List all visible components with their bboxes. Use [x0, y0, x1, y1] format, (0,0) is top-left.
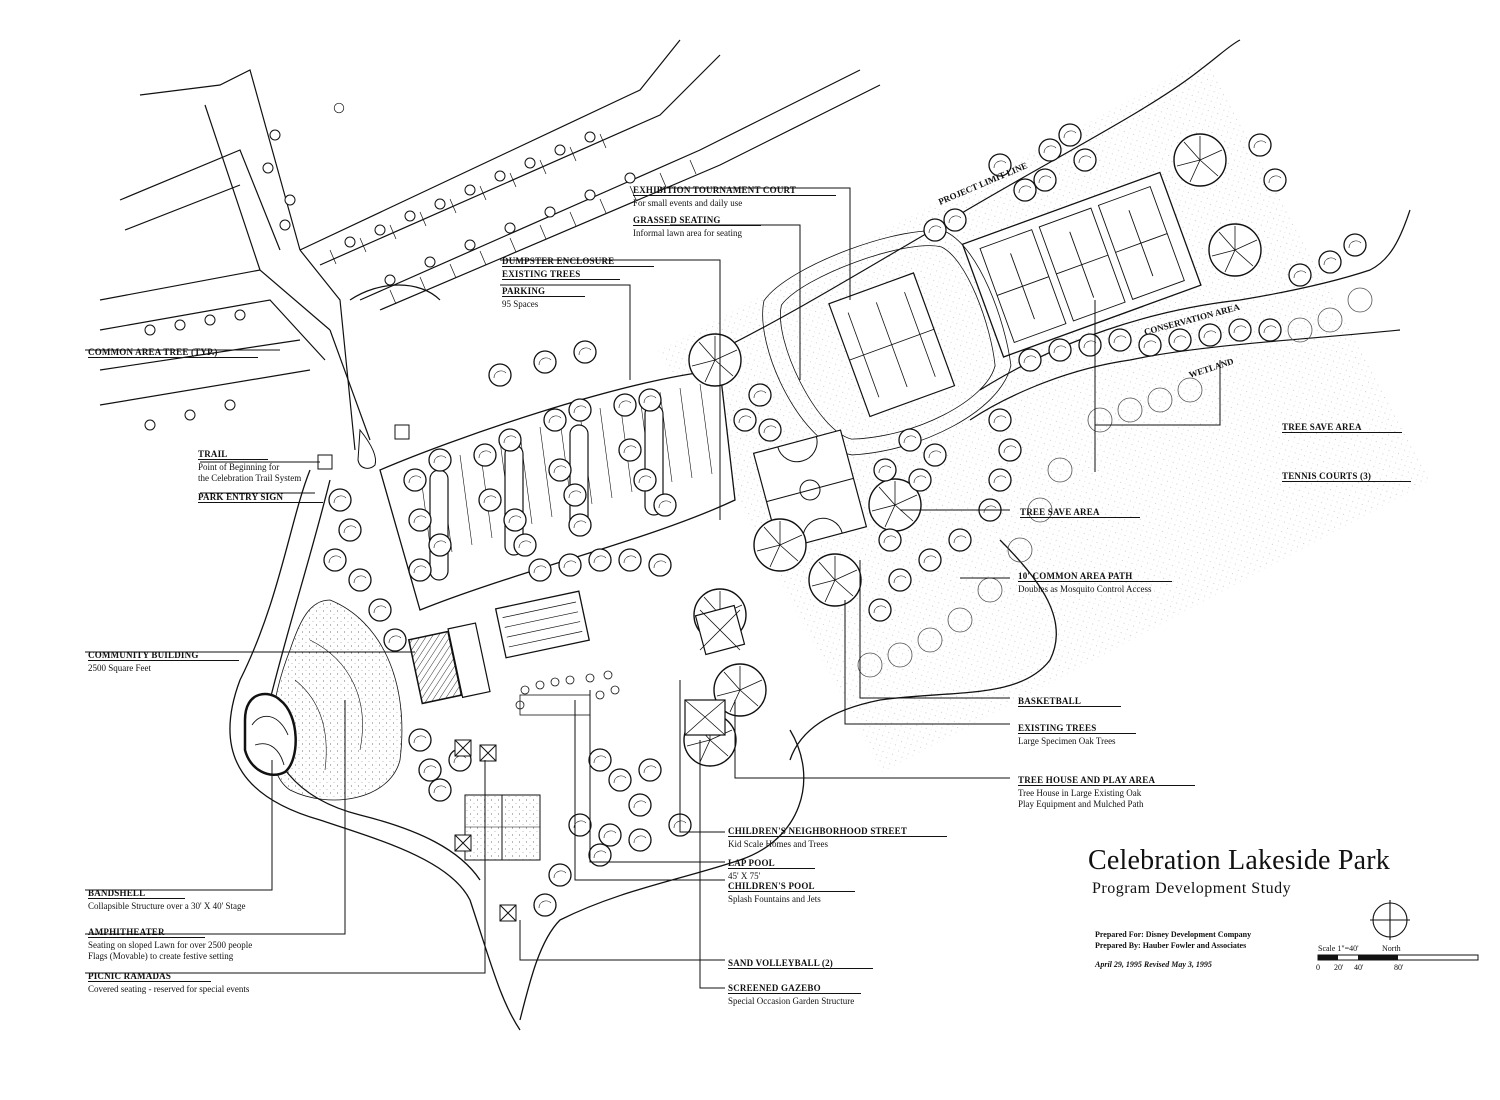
label-screened-gazebo: SCREENED GAZEBO Special Occasion Garden … — [728, 978, 861, 1007]
street-trees — [333, 102, 345, 114]
common-area-tree-title: COMMON AREA TREE (Typ.) — [88, 347, 258, 359]
community-building-desc: 2500 Square Feet — [88, 663, 151, 674]
basketball-title: BASKETBALL — [1018, 696, 1122, 708]
scale-tick-20: 20' — [1334, 963, 1344, 972]
lap-pool — [494, 590, 590, 659]
label-tree-save-area-1: TREE SAVE AREA — [1282, 417, 1402, 435]
tennis-courts — [961, 171, 1202, 358]
amphitheater-lawn — [270, 599, 403, 801]
label-trail: TRAIL Point of Beginning for the Celebra… — [198, 444, 301, 483]
drawing-subtitle: Program Development Study — [1092, 880, 1292, 897]
amphitheater-desc-2: Flags (Movable) to create festive settin… — [88, 950, 234, 961]
scale-tick-0: 0 — [1316, 963, 1320, 972]
label-childrens-pool: CHILDREN'S POOL Splash Fountains and Jet… — [728, 876, 855, 905]
sand-volleyball-courts — [464, 794, 541, 861]
north-label: North — [1382, 944, 1401, 953]
childrens-street-title: CHILDREN'S NEIGHBORHOOD STREET — [728, 826, 948, 838]
community-building — [407, 622, 491, 705]
common-path-title: 10' COMMON AREA PATH — [1018, 571, 1173, 583]
label-common-path: 10' COMMON AREA PATH Doubles as Mosquito… — [1018, 566, 1173, 595]
existing-trees-oak-desc: Large Specimen Oak Trees — [1018, 736, 1116, 747]
park-entry-island — [357, 428, 377, 469]
amphitheater-title: AMPHITHEATER — [88, 927, 205, 939]
childrens-street-desc: Kid Scale Homes and Trees — [728, 839, 828, 850]
sand-volleyball-title: SAND VOLLEYBALL (2) — [728, 958, 873, 970]
label-tree-save-area-2: TREE SAVE AREA — [1020, 502, 1140, 520]
exhibition-court-title: EXHIBITION TOURNAMENT COURT — [633, 185, 837, 197]
exhibition-court-desc: For small events and daily use — [633, 198, 743, 209]
scale-tick-80: 80' — [1394, 963, 1404, 972]
label-existing-trees-top: EXISTING TREES — [502, 264, 621, 282]
exhibition-court — [762, 230, 1012, 456]
label-exhibition-court: EXHIBITION TOURNAMENT COURT For small ev… — [633, 180, 837, 209]
drawing-dates: April 29, 1995 Revised May 3, 1995 — [1095, 960, 1212, 969]
scale-tick-40: 40' — [1354, 963, 1364, 972]
trail-title: TRAIL — [198, 449, 268, 461]
screened-gazebo-title: SCREENED GAZEBO — [728, 983, 861, 995]
tree-house-title: TREE HOUSE AND PLAY AREA — [1018, 775, 1196, 787]
parking-lot — [379, 369, 736, 611]
play-structure — [694, 604, 746, 656]
tree-house-desc-1: Tree House in Large Existing Oak — [1018, 788, 1142, 799]
existing-trees-oak-title: EXISTING TREES — [1018, 723, 1137, 735]
label-dumpster: DUMPSTER ENCLOSURE — [502, 251, 655, 269]
screened-gazebo-desc: Special Occasion Garden Structure — [728, 996, 855, 1007]
label-community-building: COMMUNITY BUILDING 2500 Square Feet — [88, 645, 239, 674]
label-parking: PARKING 95 Spaces — [502, 281, 586, 310]
scale-bar — [1317, 954, 1479, 961]
label-picnic-ramadas: PICNIC RAMADAS Covered seating - reserve… — [88, 966, 249, 995]
north-arrow — [1370, 900, 1410, 940]
bandshell-desc: Collapsible Structure over a 30' X 40' S… — [88, 901, 246, 912]
childrens-pool-deck — [515, 670, 620, 716]
screened-gazebo — [684, 699, 726, 736]
trail-desc-1: Point of Beginning for — [198, 462, 280, 473]
grassed-seating-desc: Informal lawn area for seating — [633, 228, 742, 239]
parking-desc: 95 Spaces — [502, 299, 539, 310]
leader-lines — [85, 187, 1221, 989]
picnic-ramadas-title: PICNIC RAMADAS — [88, 971, 212, 983]
existing-trees-top-title: EXISTING TREES — [502, 269, 621, 281]
roadways — [99, 39, 881, 451]
tree-save-area-2-title: TREE SAVE AREA — [1020, 507, 1140, 519]
tennis-courts-title: TENNIS COURTS (3) — [1282, 471, 1412, 483]
label-tennis-courts: TENNIS COURTS (3) — [1282, 466, 1412, 484]
bandshell-title: BANDSHELL — [88, 888, 186, 900]
wetland-edge-trees — [857, 287, 1373, 678]
label-existing-trees-oak: EXISTING TREES Large Specimen Oak Trees — [1018, 718, 1137, 747]
childrens-pool-title: CHILDREN'S POOL — [728, 881, 855, 893]
park-entry-sign-title: PARK ENTRY SIGN — [198, 492, 324, 504]
label-sand-volleyball: SAND VOLLEYBALL (2) — [728, 953, 873, 971]
label-lap-pool: LAP POOL 45' X 75' — [728, 853, 815, 882]
childrens-pool-desc: Splash Fountains and Jets — [728, 894, 821, 905]
dumpster-title: DUMPSTER ENCLOSURE — [502, 256, 655, 268]
label-park-entry-sign: PARK ENTRY SIGN — [198, 487, 324, 505]
label-amphitheater: AMPHITHEATER Seating on sloped Lawn for … — [88, 922, 252, 961]
picnic-ramadas — [317, 424, 517, 922]
tree-house-desc-2: Play Equipment and Mulched Path — [1018, 798, 1144, 809]
street-parking-stalls — [329, 133, 697, 305]
label-bandshell: BANDSHELL Collapsible Structure over a 3… — [88, 883, 245, 912]
label-basketball: BASKETBALL — [1018, 691, 1122, 709]
trail-desc-2: the Celebration Trail System — [198, 472, 302, 483]
drawing-title: Celebration Lakeside Park — [1088, 845, 1391, 876]
prepared-by: Prepared By: Hauber Fowler and Associate… — [1095, 941, 1247, 950]
parking-title: PARKING — [502, 286, 586, 298]
prepared-for: Prepared For: Disney Development Company — [1095, 930, 1252, 939]
small-street-trees — [144, 129, 636, 431]
label-tree-house: TREE HOUSE AND PLAY AREA Tree House in L… — [1018, 770, 1196, 809]
bandshell-structure — [243, 692, 297, 776]
scale-label: Scale 1"=40' — [1318, 944, 1359, 953]
common-path-desc: Doubles as Mosquito Control Access — [1018, 584, 1152, 595]
tree-save-area-1-title: TREE SAVE AREA — [1282, 422, 1402, 434]
lap-pool-desc: 45' X 75' — [728, 871, 761, 882]
label-grassed-seating: GRASSED SEATING Informal lawn area for s… — [633, 210, 761, 239]
amphitheater-desc-1: Seating on sloped Lawn for over 2500 peo… — [88, 940, 253, 951]
picnic-ramadas-desc: Covered seating - reserved for special e… — [88, 984, 250, 995]
label-childrens-street: CHILDREN'S NEIGHBORHOOD STREET Kid Scale… — [728, 821, 948, 850]
label-common-area-tree: COMMON AREA TREE (Typ.) — [88, 342, 258, 360]
lap-pool-title: LAP POOL — [728, 858, 815, 870]
grassed-seating-title: GRASSED SEATING — [633, 215, 761, 227]
community-building-title: COMMUNITY BUILDING — [88, 650, 239, 662]
